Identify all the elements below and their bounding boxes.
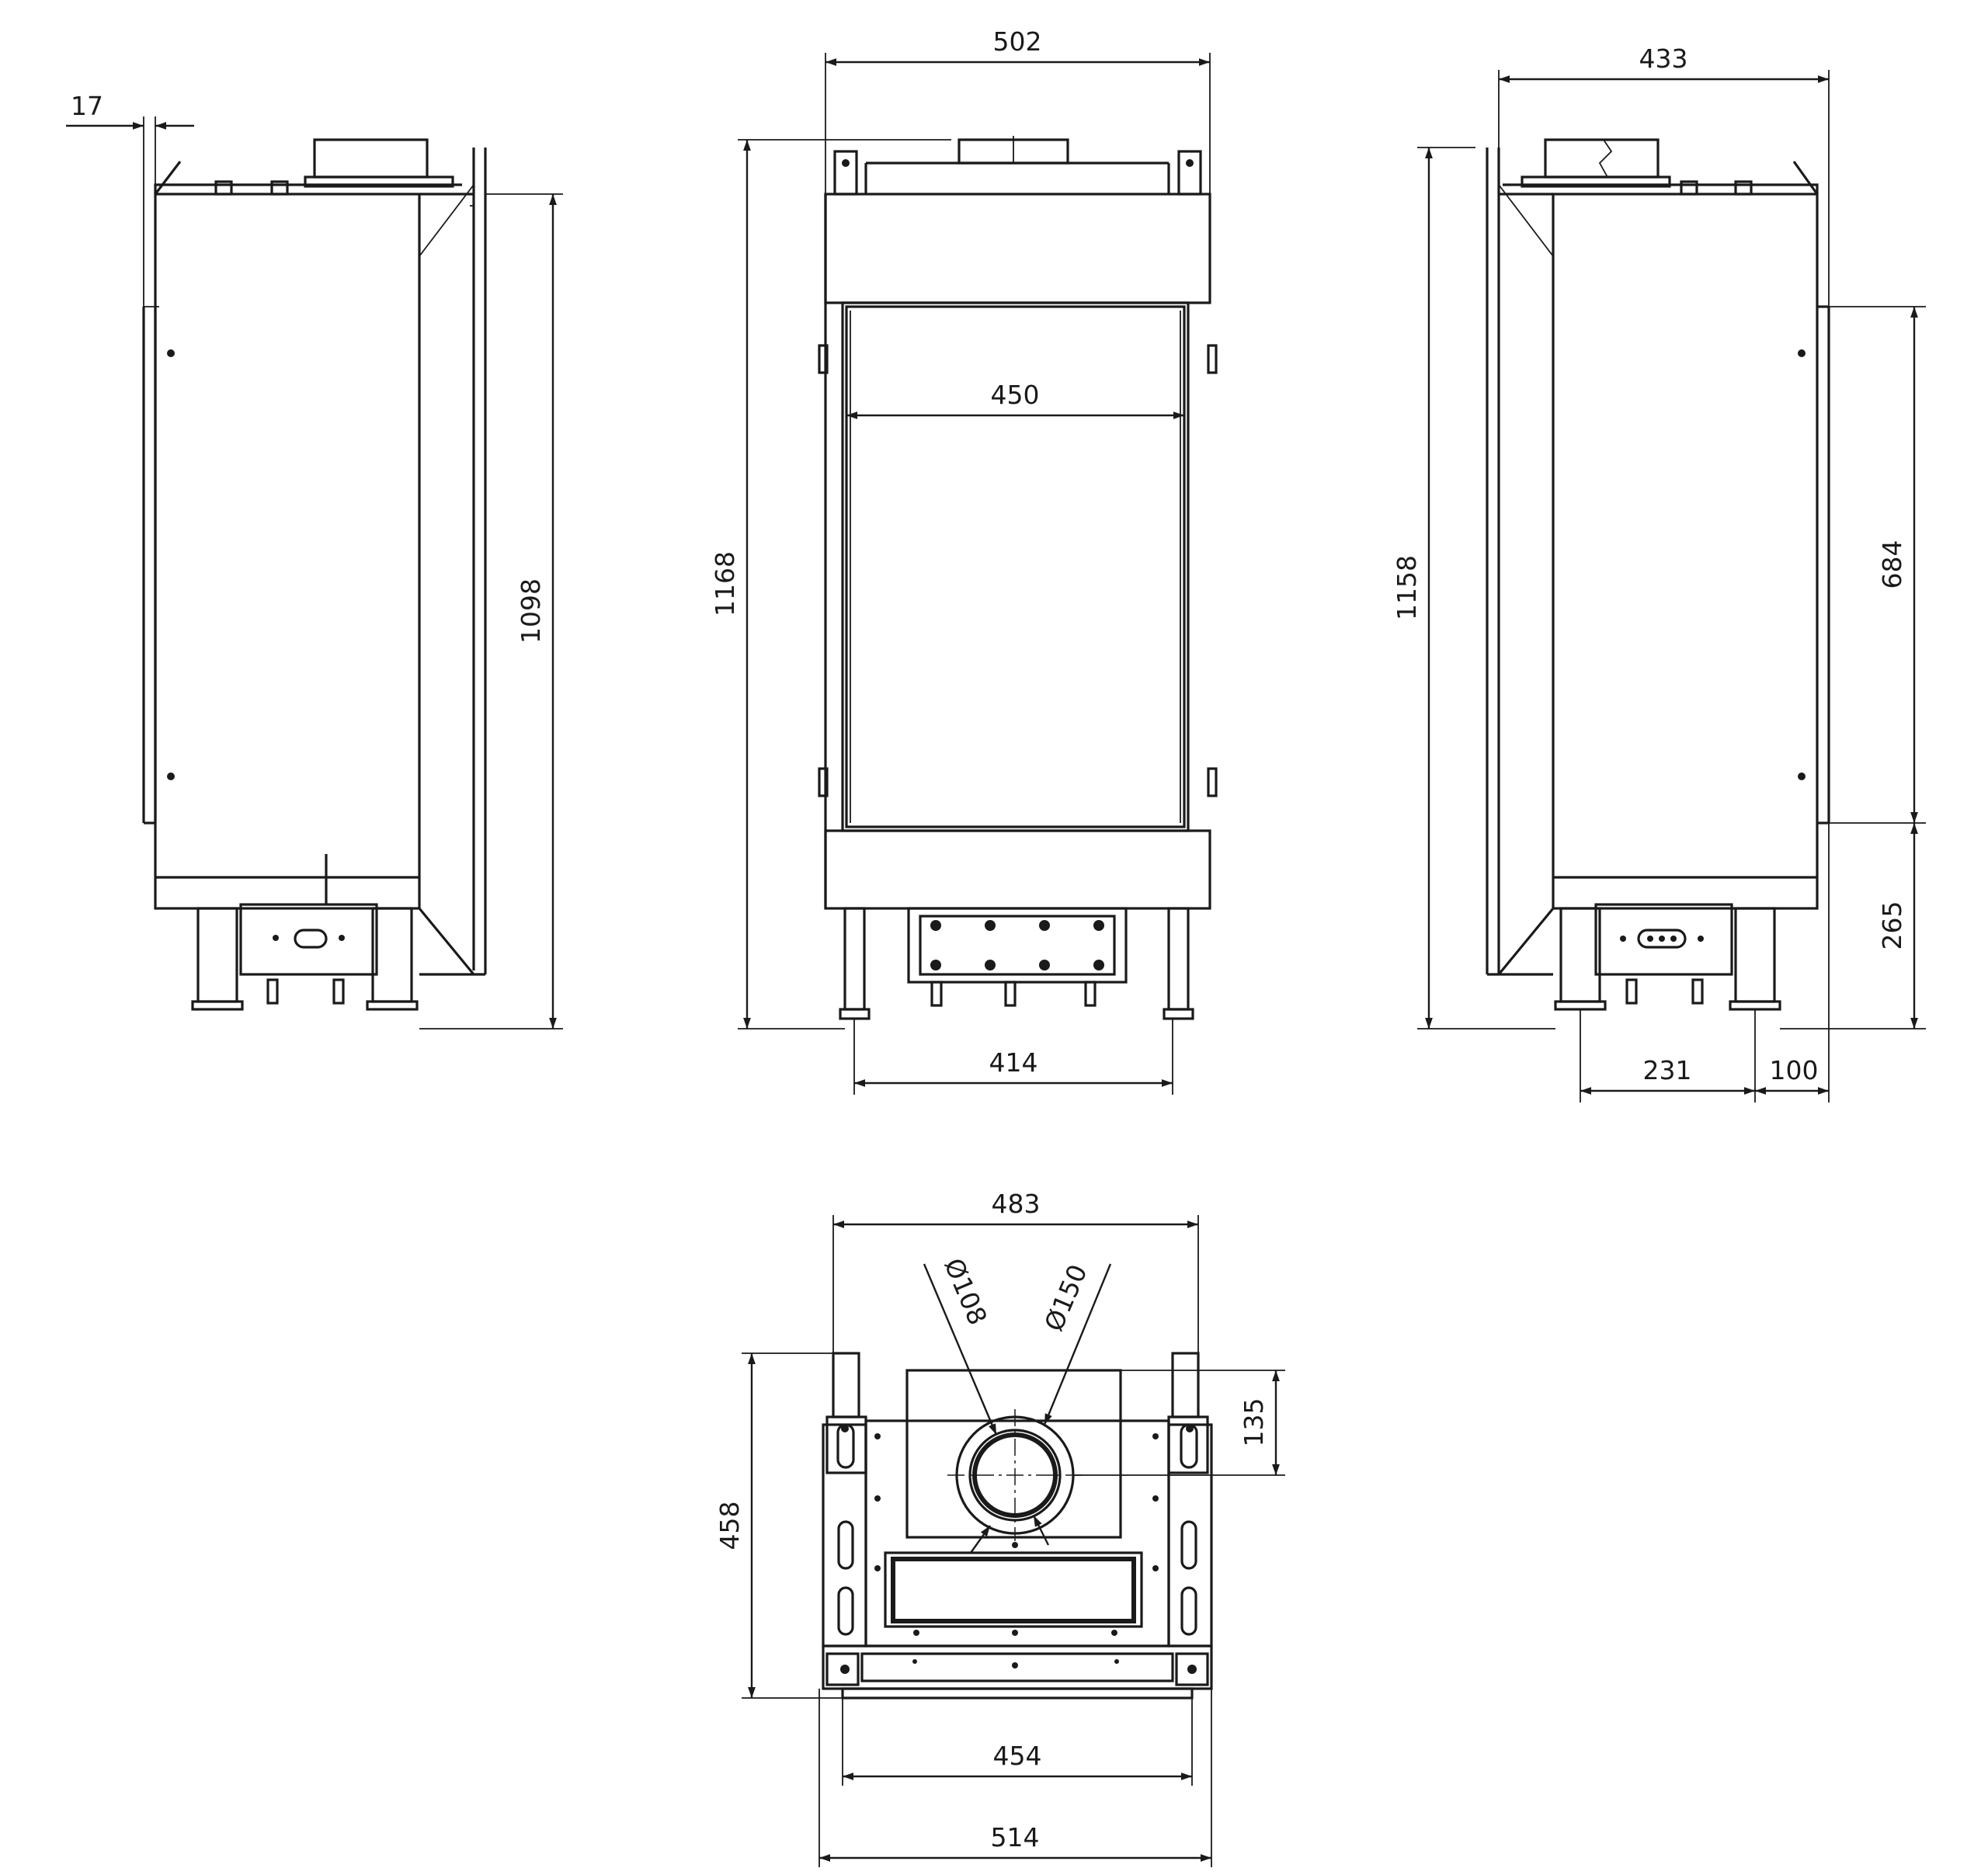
label-front-feet: 414	[989, 1047, 1038, 1078]
label-front-width: 502	[993, 26, 1042, 57]
dim-right-width: 433	[1498, 43, 1830, 307]
dim-top-overall-width: 514	[818, 1689, 1212, 1867]
label-top-overall-width: 514	[991, 1822, 1040, 1852]
side-view-left	[142, 138, 487, 1011]
dim-left-height: 1098	[419, 193, 563, 1030]
dim-front-inner-width: 450	[846, 380, 1184, 419]
dim-left-offset: 17	[66, 91, 194, 307]
top-view	[822, 1352, 1213, 1700]
label-right-rear: 100	[1770, 1055, 1819, 1085]
label-top-front-width: 454	[993, 1741, 1042, 1771]
label-right-glass: 684	[1877, 540, 1907, 589]
label-right-width: 433	[1639, 43, 1688, 74]
dim-top-depth: 458	[714, 1352, 843, 1699]
dim-right-height: 1158	[1392, 147, 1555, 1030]
dim-top-flue-offset: 135	[1073, 1370, 1285, 1476]
side-view-right	[1486, 138, 1830, 1011]
dim-front-feet: 414	[853, 1019, 1173, 1095]
label-front-height: 1168	[710, 551, 740, 616]
label-right-height: 1158	[1392, 555, 1422, 620]
label-right-feet: 231	[1643, 1055, 1692, 1085]
dim-front-width: 502	[825, 26, 1211, 194]
label-front-inner-width: 450	[991, 380, 1040, 410]
label-top-flue-offset: 135	[1239, 1398, 1269, 1447]
dim-top-width: 483	[832, 1189, 1199, 1353]
dim-top-front-width: 454	[842, 1698, 1193, 1786]
dim-front-height: 1168	[710, 139, 951, 1030]
label-left-offset: 17	[71, 91, 103, 121]
label-right-base: 265	[1877, 901, 1907, 950]
dim-right-feet: 231 100	[1580, 823, 1830, 1102]
dim-right-base: 265	[1877, 823, 1918, 1029]
label-top-width: 483	[992, 1189, 1041, 1219]
label-left-height: 1098	[516, 578, 546, 644]
dim-right-glass: 684	[1780, 306, 1926, 1030]
label-top-depth: 458	[714, 1502, 745, 1550]
front-view	[818, 136, 1218, 1020]
